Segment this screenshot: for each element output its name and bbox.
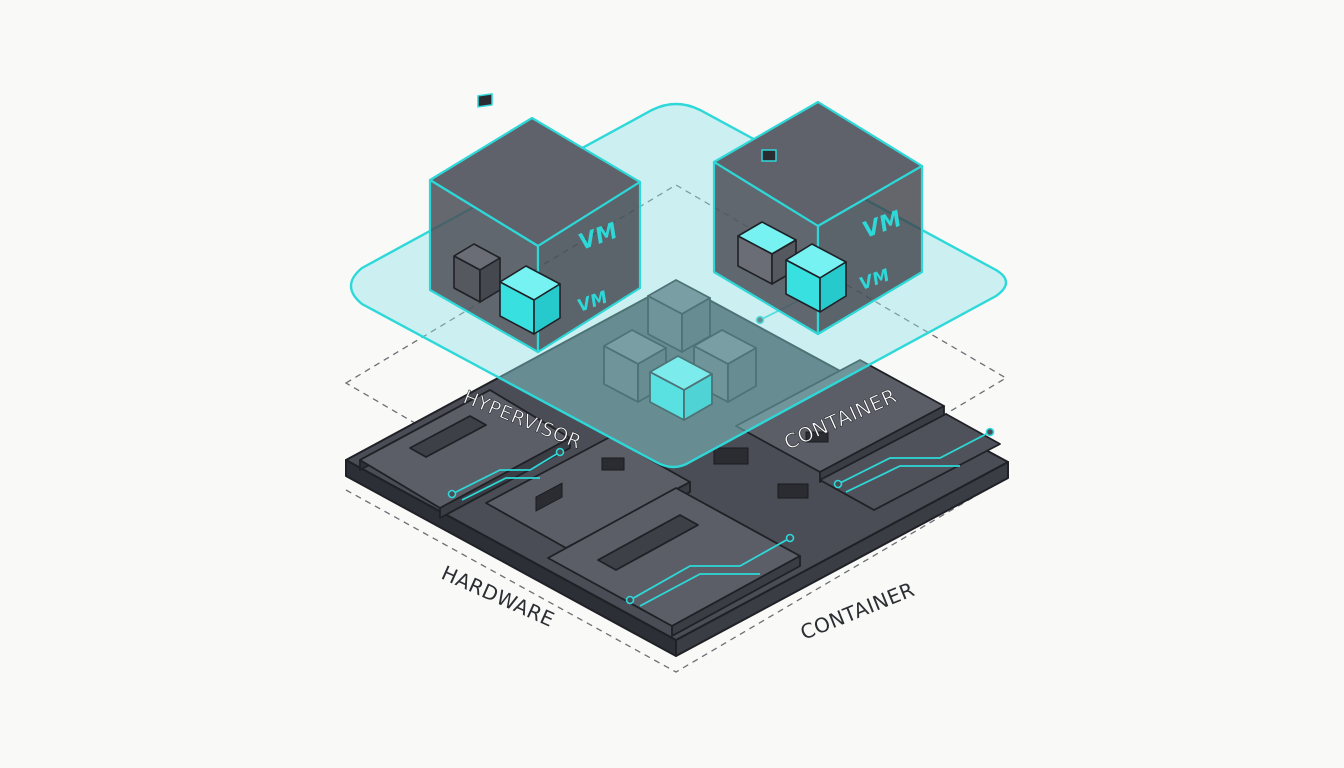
circuit-traces: [451, 299, 991, 607]
stack-cube-top: [647, 279, 711, 353]
circuit-pads: [447, 315, 995, 605]
vm-cube-right: [712, 100, 924, 336]
chips: [535, 431, 829, 512]
vm-inner-cube-accent: [499, 265, 561, 335]
module-right-lower: [819, 413, 1001, 511]
center-container-stack: [603, 279, 757, 421]
vm-inner-cube-accent: [737, 221, 797, 285]
vm-inner-cube-accent-2: [785, 243, 847, 313]
vm-chip-icon: [761, 149, 777, 162]
vm-chip-icon: [477, 93, 493, 108]
hardware-board: [345, 281, 1009, 657]
vm-cube-left: [428, 93, 642, 354]
container-bottom-label: CONTAINER: [797, 577, 918, 645]
board-modules: [359, 359, 1001, 637]
stack-cube-accent: [649, 355, 713, 421]
